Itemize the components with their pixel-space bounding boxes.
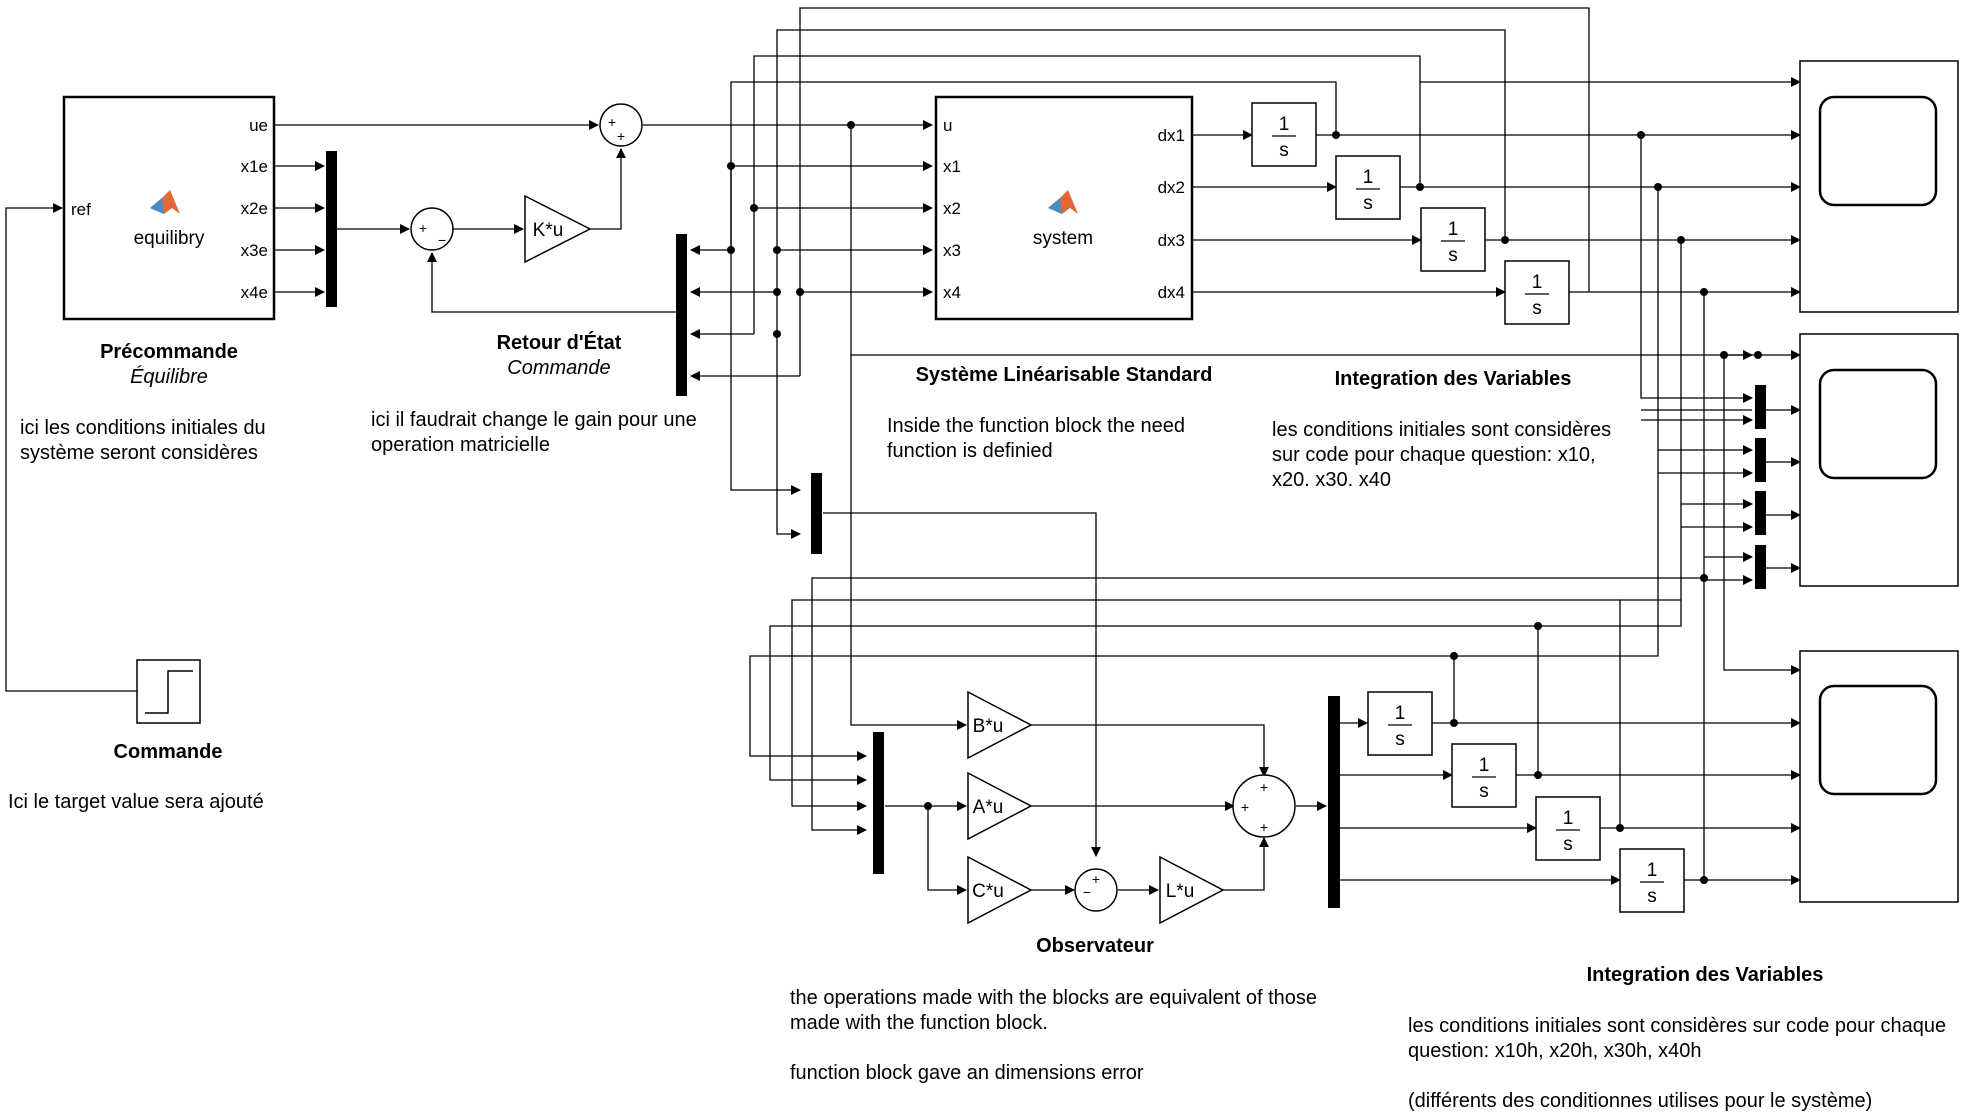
observateur-note: the operations made with the blocks are … [790,987,1317,1084]
port-ue: ue [249,116,268,135]
svg-text:dx3: dx3 [1158,231,1185,250]
svg-text:s: s [1647,886,1657,907]
svg-text:1: 1 [1647,860,1658,881]
svg-text:−: − [438,232,446,248]
scope-observer[interactable] [1799,650,1959,903]
mux-state[interactable] [676,234,687,396]
equilibry-name: equilibry [134,228,205,249]
svg-text:B*u: B*u [973,716,1004,737]
gain-l[interactable]: L*u [1159,855,1225,925]
retour-etat-title: Retour d'État [496,332,622,354]
svg-text:x2: x2 [943,199,961,218]
svg-text:1: 1 [1479,755,1490,776]
svg-text:dx2: dx2 [1158,178,1185,197]
precommande-title: Précommande [100,341,238,363]
svg-text:s: s [1363,193,1373,214]
mux-scope-1[interactable] [1755,385,1766,429]
port-x3e: x3e [241,241,268,260]
svg-text:−: − [1083,884,1091,900]
integrator-x2h[interactable]: 1 s [1451,743,1517,808]
svg-text:s: s [1448,245,1458,266]
svg-text:1: 1 [1563,808,1574,829]
integration-top-note: les conditions initiales sont considères… [1272,419,1612,491]
svg-text:x4: x4 [943,283,961,302]
mux-scope-4[interactable] [1755,545,1766,589]
svg-text:dx4: dx4 [1158,283,1185,302]
commande-title: Commande [113,741,223,763]
svg-text:A*u: A*u [973,797,1004,818]
sum-observer[interactable]: + + + [1232,774,1296,838]
integrator-x2[interactable]: 1 s [1335,155,1401,220]
gain-a[interactable]: A*u [967,771,1033,841]
integrator-x1[interactable]: 1 s [1251,102,1317,167]
svg-text:+: + [1092,871,1100,887]
step-block[interactable] [136,659,201,724]
svg-text:dx1: dx1 [1158,126,1185,145]
system-name: system [1033,228,1093,249]
system-title: Système Linéarisable Standard [915,364,1213,386]
sum-error[interactable]: + − [410,207,454,251]
svg-text:1: 1 [1363,167,1374,188]
svg-text:L*u: L*u [1166,881,1195,902]
svg-text:s: s [1279,140,1289,161]
port-x1e: x1e [241,157,268,176]
svg-text:+: + [419,220,427,236]
mux-scope-3[interactable] [1755,491,1766,535]
port-ref: ref [71,200,91,219]
svg-text:1: 1 [1448,219,1459,240]
port-x4e: x4e [241,283,268,302]
svg-text:C*u: C*u [972,881,1004,902]
matlab-icon [150,190,180,214]
observateur-title: Observateur [1036,935,1154,957]
svg-text:1: 1 [1532,272,1543,293]
integrator-x4h[interactable]: 1 s [1619,848,1685,913]
svg-text:s: s [1532,298,1542,319]
svg-text:+: + [1260,779,1268,795]
svg-text:+: + [1241,799,1249,815]
system-note: Inside the function block the need funct… [887,415,1185,462]
port-x2e: x2e [241,199,268,218]
sum-observer-error[interactable]: − + [1074,868,1118,912]
svg-text:x1: x1 [943,157,961,176]
integrator-x3[interactable]: 1 s [1420,207,1486,272]
integration-bottom-note: les conditions initiales sont considères… [1408,1015,1947,1112]
precommande-note: ici les conditions initiales du système … [20,417,266,464]
integrator-x3h[interactable]: 1 s [1535,796,1601,861]
equilibry-block[interactable]: equilibry ref ue x1e x2e x3e x4e [62,95,276,321]
gain-b[interactable]: B*u [967,690,1033,760]
sum-u[interactable]: + + [599,103,643,147]
scope-comparison[interactable] [1799,333,1959,587]
svg-text:K*u: K*u [533,220,564,241]
integrator-x1h[interactable]: 1 s [1367,691,1433,756]
svg-text:+: + [608,114,616,130]
svg-text:s: s [1563,834,1573,855]
retour-etat-note: ici il faudrait change le gain pour une … [371,409,697,456]
mux-observer[interactable] [873,732,884,874]
svg-text:x3: x3 [943,241,961,260]
mux-equilibrium[interactable] [326,151,337,307]
gain-k[interactable]: K*u [524,194,592,264]
mux-observer-output[interactable] [1328,696,1340,908]
integration-top-title: Integration des Variables [1334,368,1572,390]
mux-scope-2[interactable] [1755,438,1766,482]
integration-bottom-title: Integration des Variables [1586,964,1824,986]
system-block[interactable]: system u x1 x2 x3 x4 dx1 dx2 dx3 dx4 [934,95,1194,321]
mux-observer-input[interactable] [811,473,822,554]
integrator-x4[interactable]: 1 s [1504,260,1570,325]
svg-text:1: 1 [1395,703,1406,724]
svg-text:+: + [617,128,625,144]
precommande-subtitle: Équilibre [130,366,208,388]
svg-text:u: u [943,116,952,135]
gain-c[interactable]: C*u [967,855,1033,925]
svg-text:1: 1 [1279,114,1290,135]
retour-etat-subtitle: Commande [507,357,611,379]
svg-text:s: s [1479,781,1489,802]
svg-text:s: s [1395,729,1405,750]
matlab-icon [1048,190,1078,214]
svg-text:+: + [1260,819,1268,835]
scope-states[interactable] [1799,60,1959,313]
commande-note: Ici le target value sera ajouté [8,791,264,813]
